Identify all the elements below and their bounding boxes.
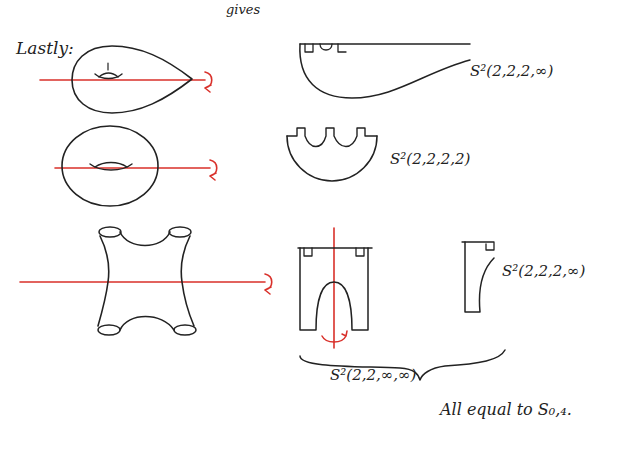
- note-label: All equal to S₀,₄.: [440, 400, 572, 419]
- note-label: S²(2,2,2,∞): [502, 262, 585, 280]
- note-label: S²(2,2,2,2): [390, 150, 470, 168]
- note-label: S²(2,2,2,∞): [470, 62, 553, 80]
- note-label: Lastly:: [16, 38, 74, 58]
- note-label: S²(2,2,∞,∞): [330, 366, 416, 384]
- note-label: gives: [226, 2, 260, 18]
